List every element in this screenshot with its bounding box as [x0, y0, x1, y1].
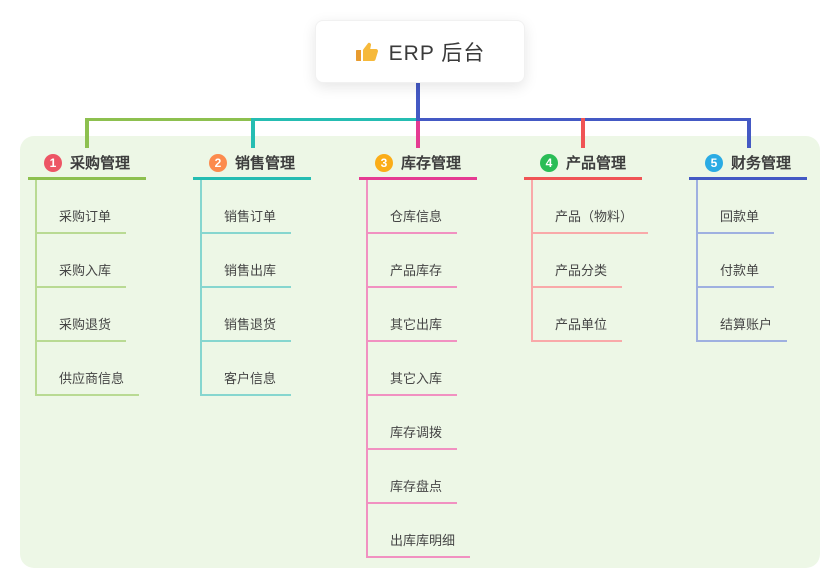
branch-product-header[interactable]: 4 产品管理: [524, 148, 642, 180]
node-product-category[interactable]: 产品分类: [533, 234, 623, 288]
branch-product-title: 产品管理: [565, 155, 626, 172]
thumbs-up-icon: [355, 40, 379, 64]
branch-purchase-title: 采购管理: [69, 155, 130, 172]
node-sales-order[interactable]: 销售订单: [202, 180, 292, 234]
connector-stub-inventory: [416, 121, 420, 148]
node-supplier-info[interactable]: 供应商信息: [37, 342, 140, 396]
branch-purchase-header[interactable]: 1 采购管理: [28, 148, 146, 180]
node-label: 其它入库: [390, 371, 443, 386]
branch-inventory: 3 库存管理 仓库信息 产品库存 其它出库 其它入库 库存调拨 库存盘点 出库库…: [359, 148, 477, 558]
branch-sales: 2 销售管理 销售订单 销售出库 销售退货 客户信息: [193, 148, 311, 396]
badge-3-icon: 3: [374, 153, 393, 172]
node-purchase-order[interactable]: 采购订单: [37, 180, 127, 234]
branch-finance: 5 财务管理 回款单 付款单 结算账户: [689, 148, 807, 342]
branch-finance-header[interactable]: 5 财务管理: [689, 148, 807, 180]
connector-stub-product: [581, 118, 585, 148]
node-label: 产品分类: [555, 263, 608, 278]
node-label: 采购订单: [59, 209, 112, 224]
badge-2-icon: 2: [208, 153, 227, 172]
branch-finance-title: 财务管理: [730, 155, 791, 172]
node-label: 销售退货: [224, 317, 277, 332]
connector-horizontal-sales: [251, 118, 420, 121]
node-product-stock[interactable]: 产品库存: [368, 234, 458, 288]
node-other-inbound[interactable]: 其它入库: [368, 342, 458, 396]
branch-inventory-header[interactable]: 3 库存管理: [359, 148, 477, 180]
node-stock-transfer[interactable]: 库存调拨: [368, 396, 458, 450]
root-connector: [416, 83, 420, 119]
badge-4-icon: 4: [539, 153, 558, 172]
connector-horizontal-purchase: [85, 118, 255, 121]
node-sales-return[interactable]: 销售退货: [202, 288, 292, 342]
branches-panel: [20, 136, 820, 568]
node-label: 销售订单: [224, 209, 277, 224]
node-purchase-inbound[interactable]: 采购入库: [37, 234, 127, 288]
node-label: 产品单位: [555, 317, 608, 332]
connector-stub-sales: [251, 118, 255, 148]
node-product-material[interactable]: 产品（物料）: [533, 180, 649, 234]
connector-stub-purchase: [85, 118, 89, 148]
node-label: 结算账户: [720, 317, 773, 332]
root-node-label: ERP 后台: [388, 41, 486, 65]
node-product-unit[interactable]: 产品单位: [533, 288, 623, 342]
node-settlement-account[interactable]: 结算账户: [698, 288, 788, 342]
node-label: 付款单: [720, 263, 760, 278]
badge-5-icon: 5: [704, 153, 723, 172]
node-sales-outbound[interactable]: 销售出库: [202, 234, 292, 288]
node-label: 出库库明细: [390, 533, 456, 548]
node-label: 回款单: [720, 209, 760, 224]
node-label: 产品（物料）: [555, 209, 634, 224]
node-label: 销售出库: [224, 263, 277, 278]
node-label: 供应商信息: [59, 371, 125, 386]
node-other-outbound[interactable]: 其它出库: [368, 288, 458, 342]
connector-stub-finance: [747, 118, 751, 148]
node-label: 采购退货: [59, 317, 112, 332]
node-customer-info[interactable]: 客户信息: [202, 342, 292, 396]
node-label: 其它出库: [390, 317, 443, 332]
branch-purchase: 1 采购管理 采购订单 采购入库 采购退货 供应商信息: [28, 148, 146, 396]
branch-sales-title: 销售管理: [234, 155, 295, 172]
node-label: 仓库信息: [390, 209, 443, 224]
root-node-erp-backend[interactable]: ERP 后台: [315, 20, 525, 83]
node-label: 产品库存: [390, 263, 443, 278]
node-label: 库存调拨: [390, 425, 443, 440]
branch-sales-header[interactable]: 2 销售管理: [193, 148, 311, 180]
node-label: 库存盘点: [390, 479, 443, 494]
badge-1-icon: 1: [43, 153, 62, 172]
branch-sales-children: 销售订单 销售出库 销售退货 客户信息: [200, 180, 311, 396]
branch-finance-children: 回款单 付款单 结算账户: [696, 180, 807, 342]
node-label: 采购入库: [59, 263, 112, 278]
node-warehouse-info[interactable]: 仓库信息: [368, 180, 458, 234]
node-purchase-return[interactable]: 采购退货: [37, 288, 127, 342]
node-receipt-bill[interactable]: 回款单: [698, 180, 775, 234]
node-stock-detail[interactable]: 出库库明细: [368, 504, 471, 558]
node-label: 客户信息: [224, 371, 277, 386]
branch-product-children: 产品（物料） 产品分类 产品单位: [531, 180, 649, 342]
node-payment-bill[interactable]: 付款单: [698, 234, 775, 288]
branch-purchase-children: 采购订单 采购入库 采购退货 供应商信息: [35, 180, 146, 396]
node-stock-taking[interactable]: 库存盘点: [368, 450, 458, 504]
branch-product: 4 产品管理 产品（物料） 产品分类 产品单位: [524, 148, 649, 342]
branch-inventory-children: 仓库信息 产品库存 其它出库 其它入库 库存调拨 库存盘点 出库库明细: [366, 180, 477, 558]
branch-inventory-title: 库存管理: [400, 155, 461, 172]
